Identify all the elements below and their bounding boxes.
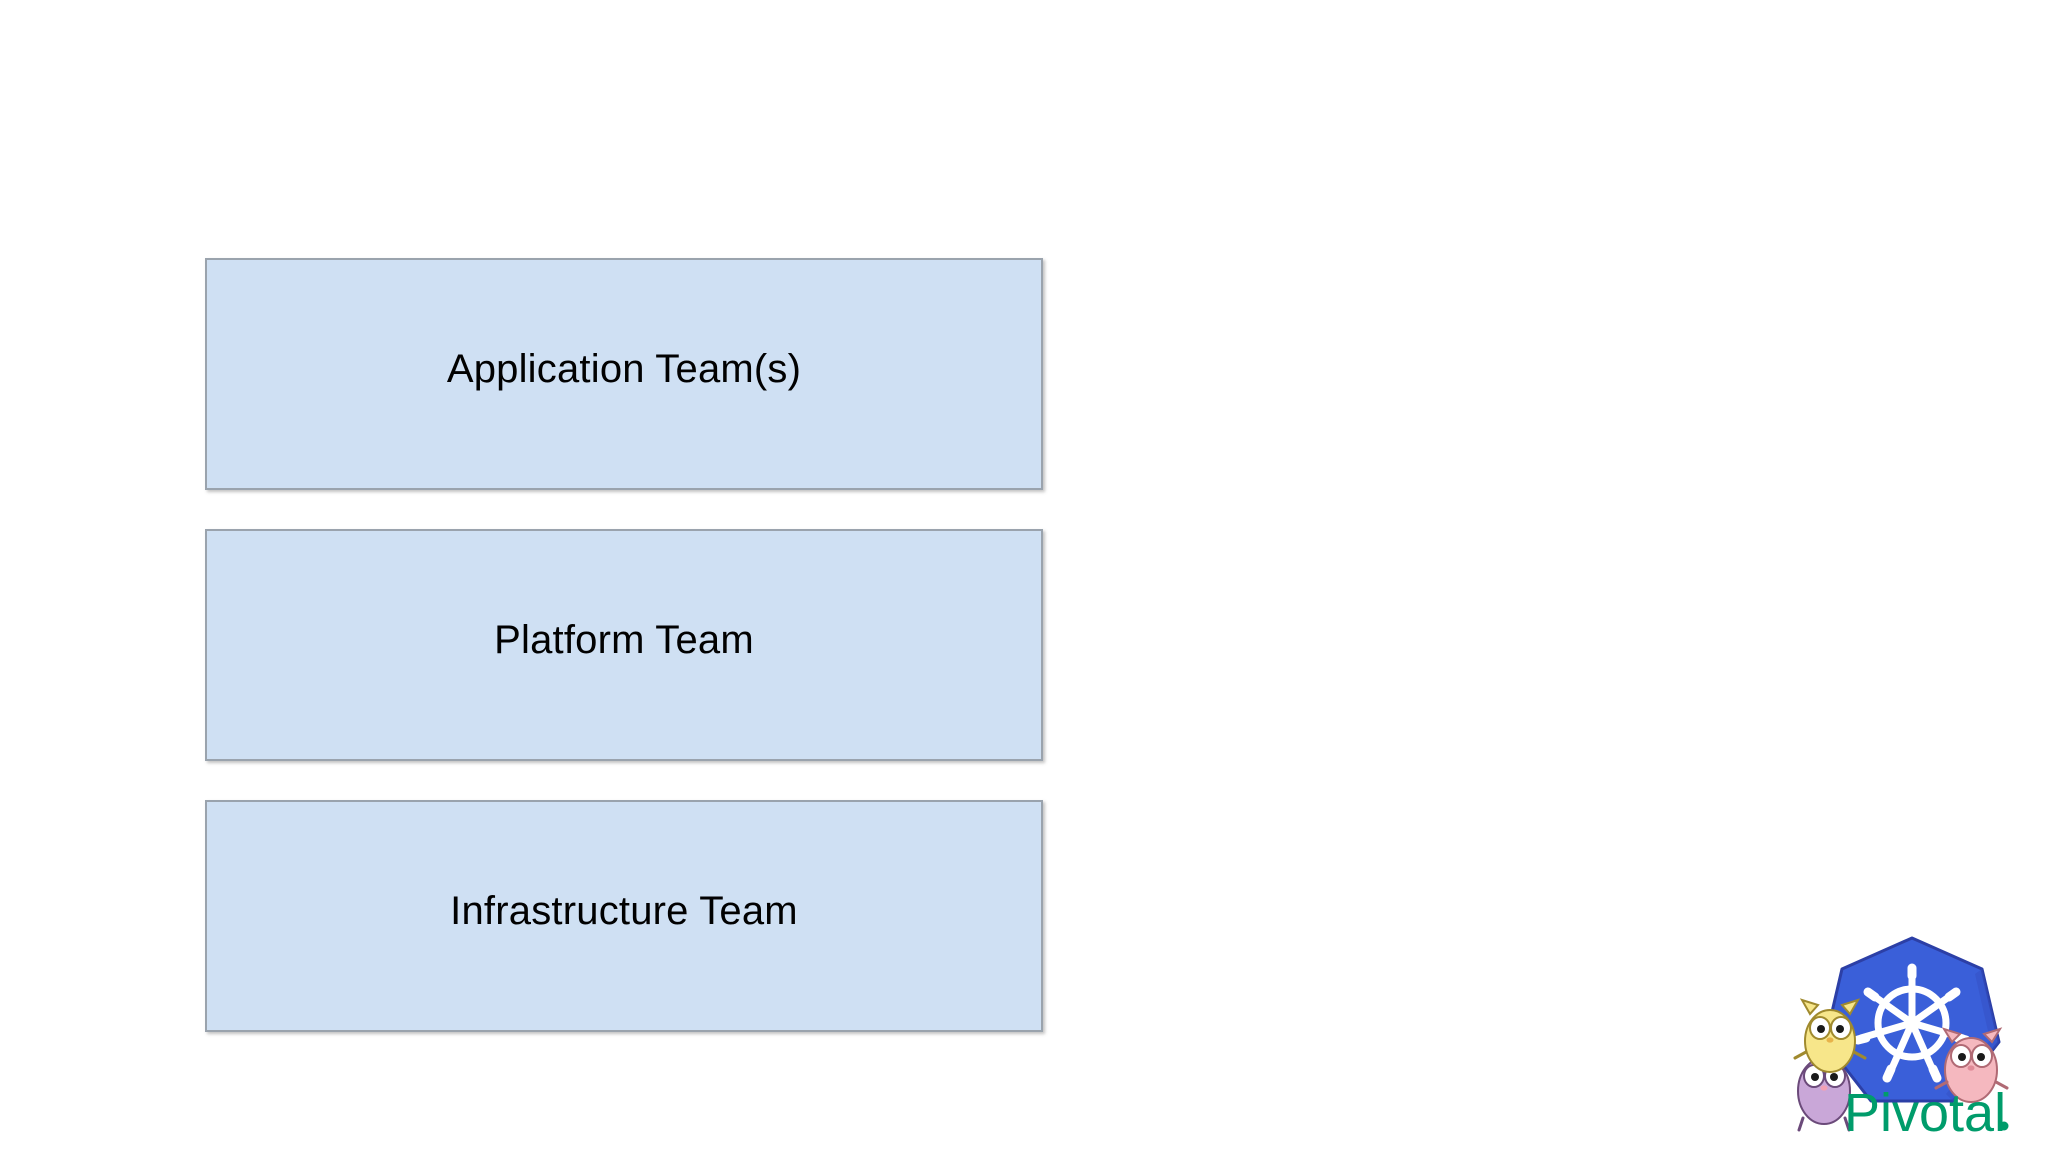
helm-wheel-icon	[1853, 963, 1971, 1083]
layer-box-infrastructure-team[interactable]: Infrastructure Team	[205, 800, 1043, 1032]
layer-box-platform-team[interactable]: Platform Team	[205, 529, 1043, 761]
pivotal-wordmark: Pivotal	[1844, 1083, 2006, 1140]
gopher-pink-icon	[1934, 1027, 2009, 1103]
pivotal-kubernetes-logo: Pivotal	[1786, 928, 2038, 1140]
layer-label-platform-team: Platform Team	[494, 618, 754, 662]
layer-label-application-team: Application Team(s)	[446, 347, 802, 391]
layer-label-infrastructure-team: Infrastructure Team	[450, 889, 798, 933]
gopher-yellow-icon	[1793, 998, 1867, 1073]
gopher-purple-icon	[1797, 1057, 1851, 1132]
pivotal-trademark-dot	[1999, 1121, 2009, 1131]
layer-box-application-team[interactable]: Application Team(s)	[205, 258, 1043, 490]
